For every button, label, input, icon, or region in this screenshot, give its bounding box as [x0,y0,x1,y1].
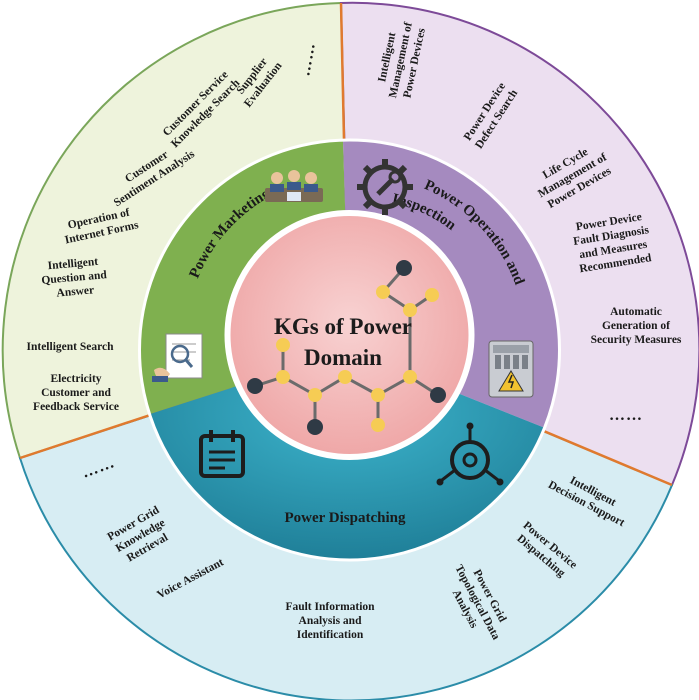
svg-text:IntelligentQuestion andAnswer: IntelligentQuestion andAnswer [40,255,109,301]
app-label-marketing-5: IntelligentQuestion andAnswer [40,255,109,301]
app-label-line: Feedback Service [33,401,119,413]
electric-meter-icon [488,340,534,398]
team-meeting-icon [265,170,323,202]
app-label-line: Intelligent [47,256,98,272]
molecule-nodes [247,260,446,435]
calendar-icon [199,430,245,478]
gear-wrench-icon [357,159,413,215]
app-label-line: Customer and [41,387,111,399]
more-ellipsis-marketing: …… [296,41,319,77]
app-label-marketing-6: Intelligent Search [27,341,115,353]
divider-marketing-operation [339,2,346,141]
document-search-icon [152,333,203,382]
more-ellipsis-operation: …… [609,407,643,424]
app-label-line: Security Measures [591,334,682,346]
app-label-line: Generation of [602,320,670,332]
core-title-line2: Domain [304,345,382,370]
app-label-line: Answer [56,284,95,299]
app-label-line: Analysis and [299,615,363,627]
sector-label-dispatching: Power Dispatching [285,510,406,526]
svg-text:Intelligent Search: Intelligent Search [27,341,115,353]
core-title-line1: KGs of Power [274,314,412,339]
app-label-line: Identification [297,629,364,641]
dispatch-hub-icon [436,422,504,486]
app-label-line: Electricity [50,373,101,385]
inner-ring-border [138,138,561,562]
app-label-line: Question and [41,269,108,287]
app-label-line: Intelligent Search [27,341,115,353]
app-label-line: Fault Information [285,601,375,613]
app-label-line: Automatic [610,306,662,318]
core-circle [224,210,475,460]
